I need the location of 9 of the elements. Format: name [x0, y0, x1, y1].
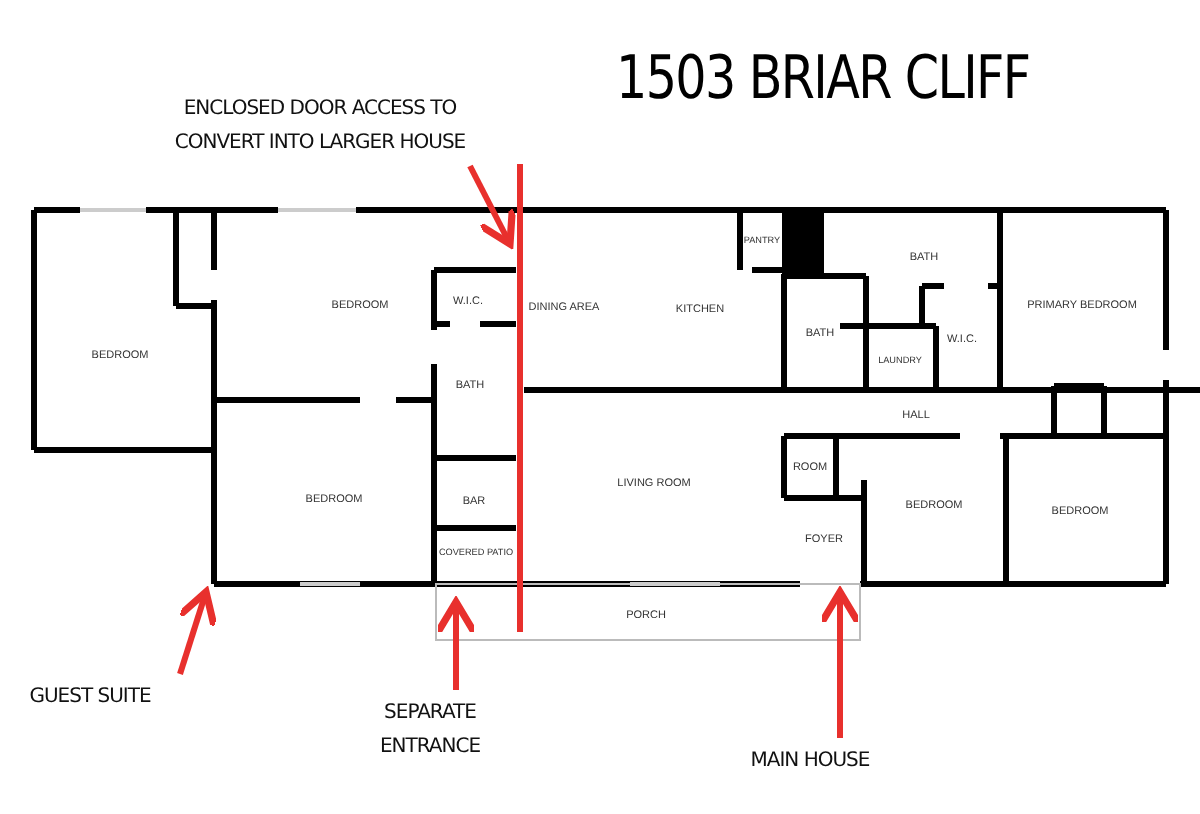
arrow	[818, 588, 862, 738]
title: 1503 BRIAR CLIFF	[616, 44, 1030, 114]
callout-text: GUEST SUITE	[0, 680, 180, 714]
callout-text: SEPARATE ENTRANCE	[370, 696, 490, 764]
arrow	[434, 598, 478, 690]
arrow	[467, 164, 516, 248]
callout-text: MAIN HOUSE	[720, 744, 900, 778]
callout-text: ENCLOSED DOOR ACCESS TO CONVERT INTO LARGER HOUSE	[170, 92, 470, 160]
arrow	[176, 588, 218, 675]
